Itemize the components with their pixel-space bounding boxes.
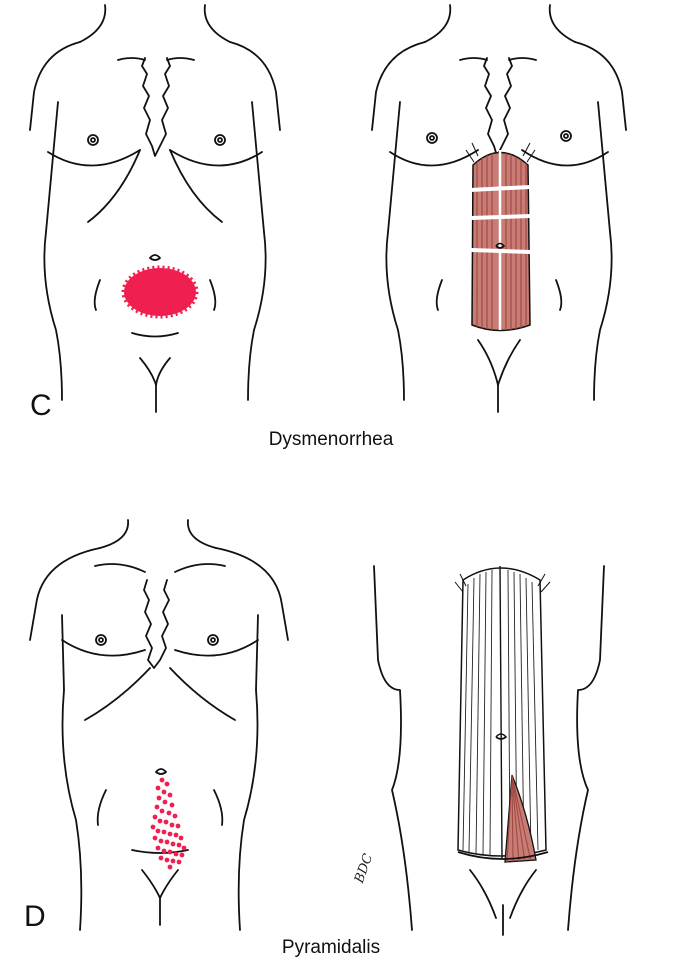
groin-line	[509, 869, 537, 919]
chest-line	[521, 149, 609, 167]
inguinal-line	[457, 851, 549, 860]
neck-line	[548, 4, 576, 43]
torso-side	[61, 689, 83, 931]
groin-line	[155, 357, 171, 386]
figure-c-left	[29, 4, 281, 413]
sternum	[483, 57, 513, 157]
groin-line	[469, 869, 497, 919]
nipple-icon	[426, 132, 438, 144]
clavicle-line	[117, 57, 146, 61]
muscle-fringe	[465, 142, 536, 163]
caption-dysmenorrhea: Dysmenorrhea	[268, 429, 394, 450]
figure-d-left	[29, 519, 289, 931]
torso-side	[385, 231, 405, 401]
torso-side	[593, 231, 613, 401]
chest-line	[47, 149, 141, 167]
sternum	[141, 57, 171, 157]
hip-crease	[209, 279, 217, 311]
pyramidalis-muscle	[504, 774, 537, 863]
pain-pattern-dysmenorrhea	[121, 265, 199, 319]
rib-line	[169, 667, 236, 721]
pubic-line	[131, 332, 179, 338]
hip-crease	[435, 279, 443, 311]
arm-line	[387, 101, 401, 233]
nipple-icon	[87, 134, 99, 146]
groin-line	[141, 869, 161, 899]
arm-line	[45, 101, 59, 233]
hip-crease	[93, 279, 101, 311]
torso-side	[247, 231, 267, 401]
navel-icon	[155, 768, 167, 775]
caption-pyramidalis: Pyramidalis	[281, 937, 381, 958]
navel-icon	[149, 254, 161, 261]
shoulder-outline	[29, 547, 101, 641]
groin-line	[477, 339, 499, 386]
rectus-abdominis-outline	[454, 565, 551, 859]
groin-line	[159, 869, 179, 899]
rib-line	[87, 149, 141, 223]
neck-line	[79, 4, 107, 43]
nipple-icon	[95, 634, 107, 646]
nipple-icon	[98, 637, 104, 643]
nipple-icon	[563, 133, 569, 139]
shoulder-outline	[29, 41, 81, 131]
torso-side	[43, 231, 63, 401]
nipple-icon	[210, 637, 216, 643]
nipple-icon	[217, 137, 223, 143]
hip-crease	[555, 279, 563, 311]
linea-alba	[499, 565, 503, 859]
arm-line	[597, 101, 611, 233]
muscle-fringe	[454, 573, 551, 593]
figure-c-right	[371, 4, 627, 413]
pubic-line	[131, 849, 189, 854]
chest-line	[61, 639, 146, 657]
navel-icon	[495, 242, 506, 249]
shoulder-outline	[574, 41, 627, 131]
shoulder-outline	[229, 41, 281, 131]
shoulder-outline	[371, 41, 426, 131]
tendinous-intersections	[468, 185, 533, 254]
nipple-icon	[90, 137, 96, 143]
rib-line	[169, 149, 223, 223]
torso-side	[567, 565, 605, 931]
hip-crease	[213, 789, 224, 826]
clavicle-line	[166, 57, 195, 61]
nipple-icon	[214, 134, 226, 146]
navel-icon	[495, 733, 508, 740]
nipple-icon	[207, 634, 219, 646]
clavicle-line	[94, 563, 146, 573]
neck-line	[187, 519, 217, 549]
groin-line	[497, 339, 521, 386]
chest-line	[169, 149, 263, 167]
rib-line	[84, 667, 151, 721]
panel-label-c: C	[30, 389, 52, 422]
chest-line	[389, 149, 479, 167]
panel-label-d: D	[24, 900, 46, 933]
clavicle-line	[459, 57, 488, 61]
arm-line	[61, 614, 65, 691]
arm-line	[251, 101, 265, 233]
neck-line	[424, 4, 452, 43]
pain-zone	[121, 265, 199, 319]
muscle-body	[457, 567, 547, 857]
figure-d-right	[373, 565, 605, 936]
hip-crease	[96, 789, 107, 826]
chest-line	[174, 639, 259, 657]
groin-line	[139, 357, 157, 386]
torso-side	[373, 565, 413, 931]
clavicle-line	[508, 57, 537, 61]
arm-line	[255, 614, 259, 691]
torso-side	[237, 689, 259, 931]
neck-line	[99, 519, 129, 549]
pain-pattern-pyramidalis	[150, 777, 187, 870]
neck-line	[203, 4, 231, 43]
nipple-icon	[429, 135, 435, 141]
shoulder-outline	[215, 547, 289, 641]
sternum	[143, 579, 170, 669]
clavicle-line	[174, 563, 226, 573]
nipple-icon	[560, 130, 572, 142]
rectus-abdominis-muscle	[465, 142, 536, 332]
